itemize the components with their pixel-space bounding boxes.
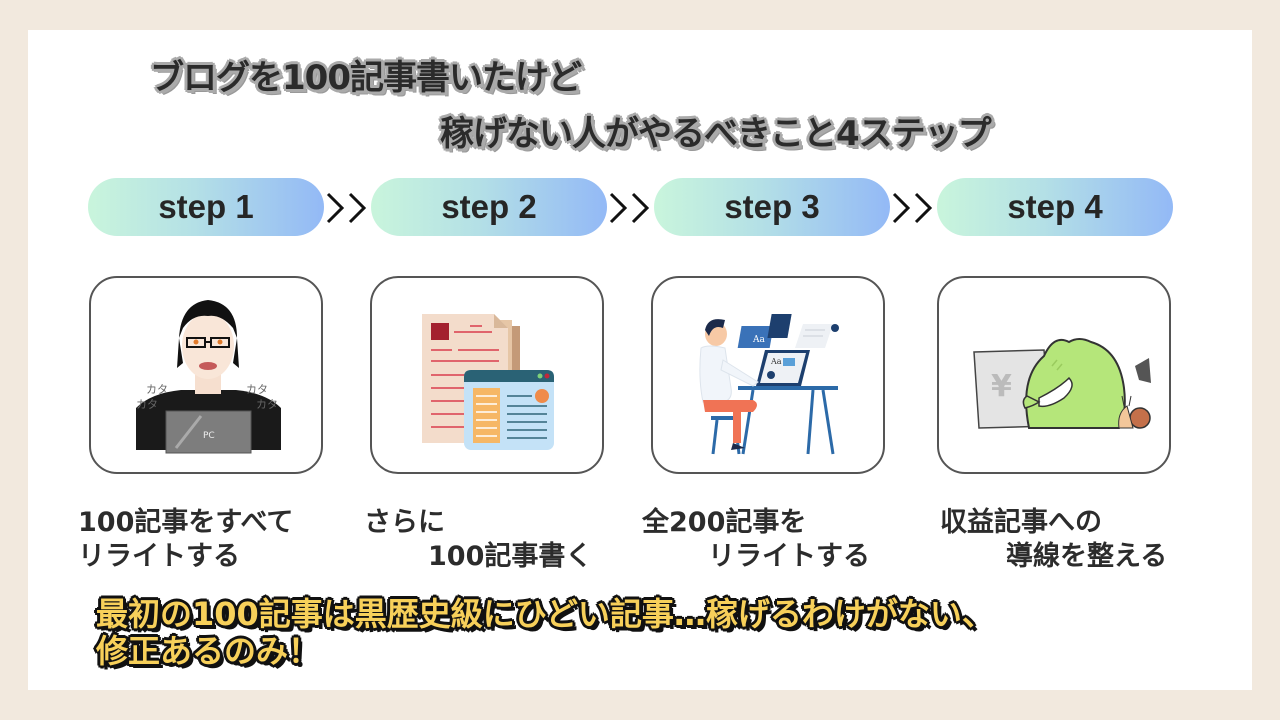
- svg-text:カタ: カタ: [256, 398, 278, 411]
- svg-text:カタ: カタ: [136, 398, 158, 411]
- double-chevron-right-icon: [609, 192, 650, 224]
- svg-text:カタ: カタ: [146, 383, 168, 396]
- step-3-caption-line-1: 全200記事を: [642, 507, 807, 538]
- step-3-card: Aa Aa: [651, 276, 885, 474]
- step-1-pill: step 1: [88, 178, 324, 236]
- step-3-caption-line-2: リライトする: [708, 541, 870, 572]
- step-2-caption-line-1: さらに: [364, 507, 445, 538]
- step-4-caption-line-1: 収益記事への: [940, 507, 1102, 538]
- person-at-desk-editing-illustration: Aa Aa: [699, 314, 839, 455]
- step-1-caption-line-1: 100記事をすべて: [78, 507, 294, 538]
- svg-text:Aa: Aa: [770, 357, 782, 366]
- svg-text:¥: ¥: [991, 369, 1012, 404]
- bottom-message-line-2: 修正あるのみ！: [96, 632, 321, 670]
- documents-and-browser-illustration: [422, 314, 554, 450]
- title-line-2: 稼げない人がやるべきこと4ステップ: [440, 114, 992, 154]
- svg-text:カタ: カタ: [246, 383, 268, 396]
- bottom-message: 最初の100記事は黒歴史級にひどい記事…稼げるわけがない、 修正あるのみ！: [96, 596, 994, 670]
- double-chevron-right-icon: [326, 192, 367, 224]
- step-4-pill: step 4: [937, 178, 1173, 236]
- step-4-card: ¥: [937, 276, 1171, 474]
- step-2-pill: step 2: [371, 178, 607, 236]
- svg-text:Aa: Aa: [752, 335, 765, 345]
- step-2-card: [370, 276, 604, 474]
- svg-text:PC: PC: [203, 431, 215, 441]
- step-4-caption-line-2: 導線を整える: [1006, 541, 1168, 572]
- double-chevron-right-icon: [892, 192, 933, 224]
- step-3-pill: step 3: [654, 178, 890, 236]
- title-line-1: ブログを100記事書いたけど: [150, 58, 582, 98]
- step-2-caption-line-2: 100記事書く: [428, 541, 593, 572]
- bottom-message-line-1: 最初の100記事は黒歴史級にひどい記事…稼げるわけがない、: [96, 595, 994, 633]
- frog-with-yen-laptop-illustration: ¥: [973, 338, 1151, 429]
- man-typing-on-pc-illustration: PC カタ カタ カタ カタ: [136, 300, 281, 454]
- step-1-card: PC カタ カタ カタ カタ: [89, 276, 323, 474]
- step-1-caption-line-2: リライトする: [78, 541, 240, 572]
